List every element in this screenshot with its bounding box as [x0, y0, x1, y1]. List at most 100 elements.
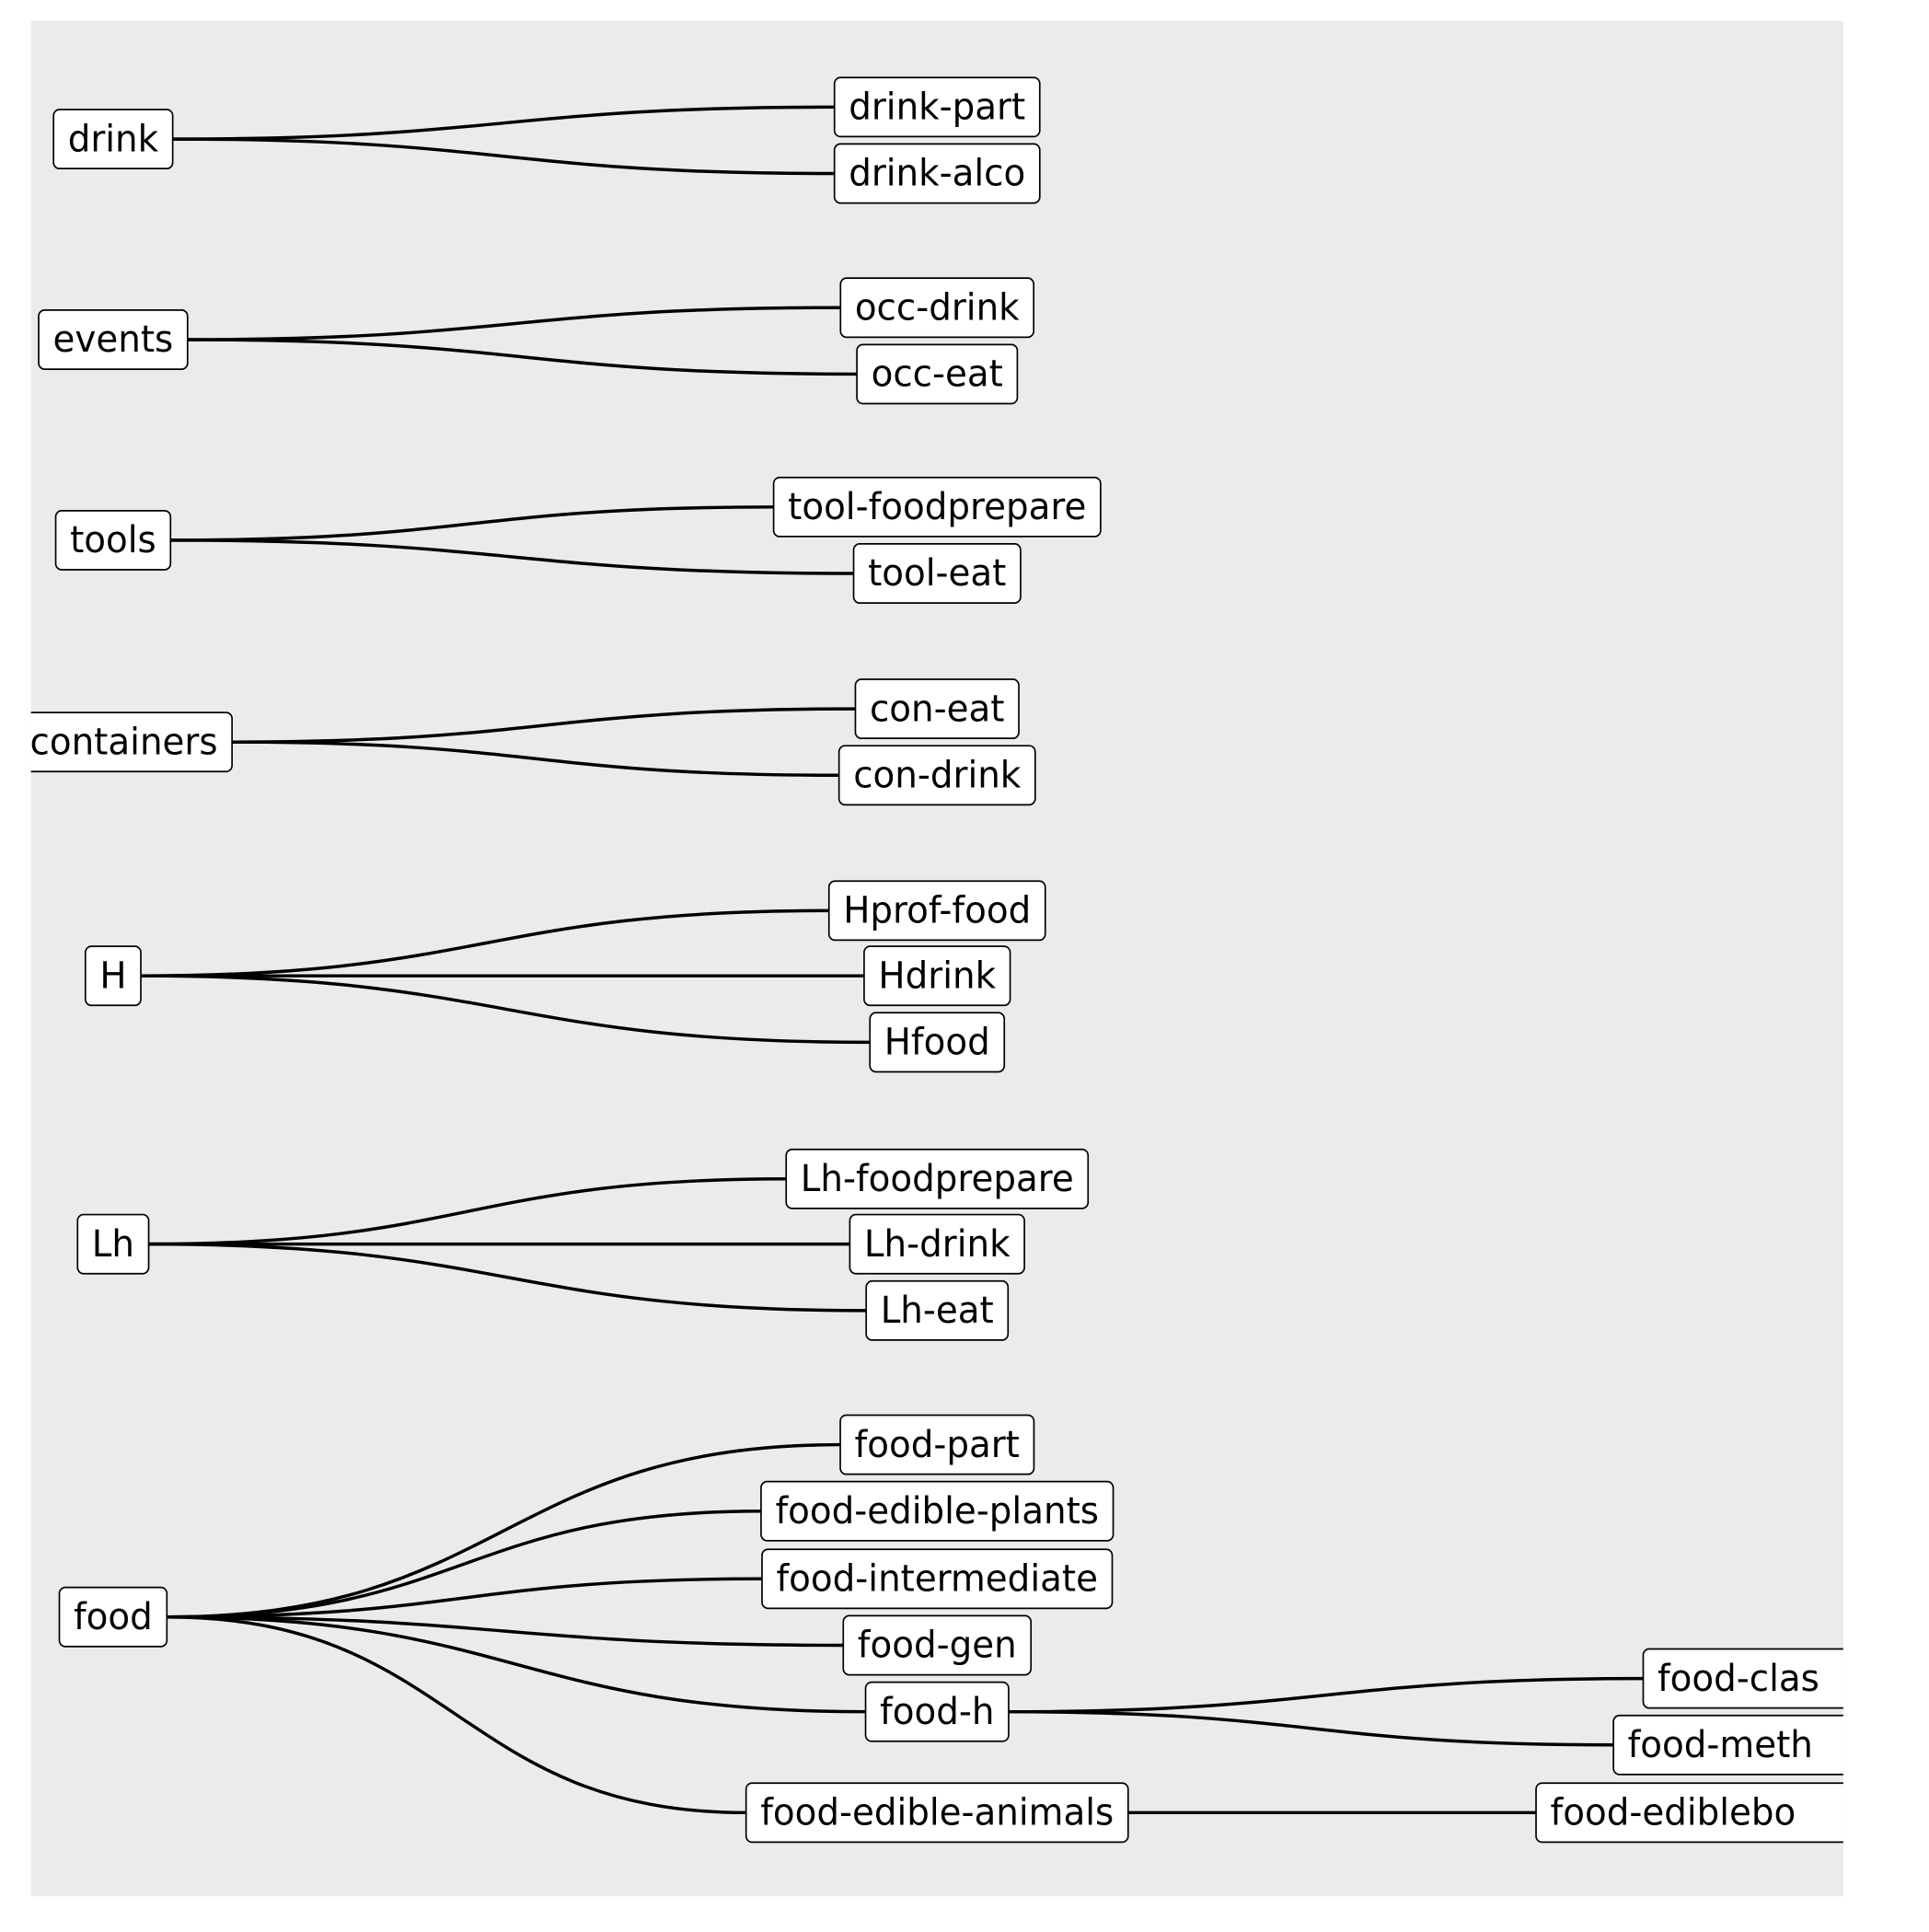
node-label: Lh-eat	[881, 1289, 994, 1332]
node-box	[863, 945, 1011, 1007]
node-food: food	[58, 1586, 168, 1648]
node-label: food-gen	[858, 1624, 1017, 1667]
node-label: food-edible-plants	[775, 1489, 1099, 1533]
node-label: food-meth	[1628, 1723, 1813, 1766]
node-tool-eat: tool-eat	[852, 543, 1022, 604]
node-label: con-drink	[853, 754, 1021, 797]
node-label: Lh	[92, 1222, 134, 1266]
edge	[187, 338, 858, 376]
node-box	[842, 1614, 1033, 1676]
node-tool-foodprepare: tool-foodprepare	[772, 476, 1102, 538]
edge	[1008, 1709, 1614, 1747]
node-box	[1535, 1782, 1843, 1844]
node-box	[1642, 1648, 1843, 1709]
node-label: food-intermediate	[777, 1557, 1098, 1601]
node-occ-eat: occ-eat	[856, 343, 1019, 405]
node-box	[1612, 1714, 1843, 1776]
edge	[141, 974, 871, 1045]
edge	[167, 1615, 844, 1648]
node-box	[52, 109, 174, 170]
node-tools: tools	[54, 509, 172, 571]
edge	[170, 538, 854, 575]
node-food-edible-animals: food-edible-animals	[745, 1782, 1129, 1844]
node-label: food-ediblebo	[1551, 1791, 1796, 1834]
node-label: food-part	[855, 1423, 1020, 1466]
node-food-gen: food-gen	[842, 1614, 1033, 1676]
edge	[167, 1442, 841, 1619]
edge	[167, 1510, 761, 1619]
node-box	[839, 1414, 1035, 1475]
node-label: con-eat	[870, 688, 1005, 731]
node-food-intermediate: food-intermediate	[761, 1548, 1114, 1610]
node-label: drink-alco	[849, 152, 1025, 195]
node-box	[833, 76, 1041, 138]
node-food-meth: food-meth	[1612, 1714, 1843, 1776]
edge	[232, 707, 856, 744]
node-label: food-h	[880, 1690, 994, 1733]
node-label: Hprof-food	[843, 889, 1031, 932]
node-lh-eat: Lh-eat	[865, 1279, 1010, 1341]
edge	[167, 1615, 866, 1714]
node-con-drink: con-drink	[837, 745, 1036, 806]
edge	[172, 137, 835, 176]
node-box	[854, 678, 1020, 740]
edge	[172, 105, 835, 141]
node-con-eat: con-eat	[854, 678, 1020, 740]
node-label: Hdrink	[878, 954, 996, 998]
edge	[167, 1577, 762, 1619]
node-hfood: Hfood	[869, 1012, 1006, 1073]
edge	[167, 1615, 746, 1815]
node-label: Hfood	[884, 1021, 990, 1064]
node-food-part: food-part	[839, 1414, 1035, 1475]
node-hdrink: Hdrink	[863, 945, 1011, 1007]
node-food-ediblebo: food-ediblebo	[1535, 1782, 1843, 1844]
node-label: containers	[30, 721, 218, 764]
edge	[148, 1242, 867, 1313]
node-label: occ-drink	[855, 286, 1020, 330]
node-box	[852, 543, 1022, 604]
node-label: food	[74, 1595, 153, 1638]
node-box	[833, 143, 1041, 204]
node-box	[761, 1548, 1114, 1610]
node-label: Lh-drink	[864, 1222, 1011, 1266]
node-lh-drink: Lh-drink	[849, 1213, 1025, 1275]
node-label: H	[99, 954, 126, 998]
node-label: drink	[68, 118, 159, 161]
node-box	[827, 880, 1046, 942]
node-hprof-food: Hprof-food	[827, 880, 1046, 942]
node-box	[84, 945, 142, 1007]
node-label: food-clas	[1658, 1657, 1819, 1700]
node-lh-foodprepare: Lh-foodprepare	[785, 1148, 1090, 1209]
node-box	[839, 277, 1035, 339]
node-drink-part: drink-part	[833, 76, 1041, 138]
node-box	[869, 1012, 1006, 1073]
node-box	[38, 309, 189, 370]
node-box	[785, 1148, 1090, 1209]
node-box	[856, 343, 1019, 405]
node-label: occ-eat	[872, 353, 1003, 396]
node-label: Lh-foodprepare	[801, 1157, 1074, 1200]
node-box	[864, 1681, 1010, 1742]
edge	[148, 1177, 787, 1246]
node-label: events	[53, 318, 174, 362]
node-lh: Lh	[76, 1213, 150, 1275]
edge	[1008, 1676, 1644, 1714]
node-box	[54, 509, 172, 571]
node-box	[76, 1213, 150, 1275]
node-label: drink-part	[849, 86, 1025, 129]
node-containers: containers	[30, 711, 233, 773]
edge	[232, 740, 839, 778]
node-label: tool-eat	[868, 552, 1006, 596]
node-drink-alco: drink-alco	[833, 143, 1041, 204]
node-label: tool-foodprepare	[788, 485, 1086, 528]
node-h: H	[84, 945, 142, 1007]
node-occ-drink: occ-drink	[839, 277, 1035, 339]
edge	[170, 505, 774, 542]
node-box	[849, 1213, 1025, 1275]
node-label: food-edible-animals	[760, 1791, 1114, 1834]
node-box	[837, 745, 1036, 806]
node-box	[30, 711, 233, 773]
node-box	[865, 1279, 1010, 1341]
node-events: events	[38, 309, 189, 370]
